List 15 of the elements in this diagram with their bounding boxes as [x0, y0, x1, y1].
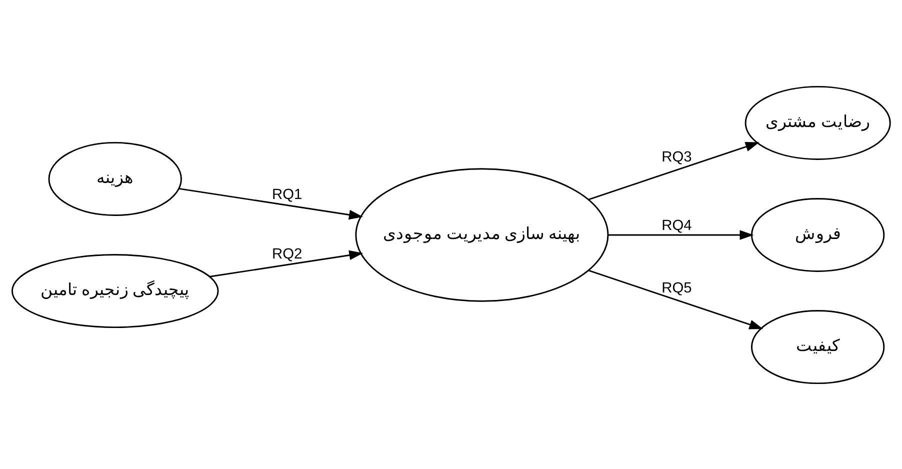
arrow: [179, 187, 363, 220]
node-ellipse: هزینه: [48, 141, 182, 216]
arrow: [210, 250, 364, 277]
edge-label: RQ3: [662, 148, 692, 165]
edge-label: RQ5: [662, 280, 692, 296]
node-ellipse: بهینه سازی مدیریت موجودی: [355, 168, 609, 302]
edge-label: RQ2: [272, 246, 302, 262]
edge-label: RQ1: [272, 186, 302, 202]
arrow: [588, 269, 764, 329]
node-ellipse: فروش: [750, 197, 885, 272]
arrow: [608, 230, 754, 240]
node-ellipse: کیفیت: [750, 310, 885, 384]
arrow: [588, 142, 760, 200]
node-ellipse: پیچیدگی زنجیره تامین: [11, 254, 219, 328]
edge-label: RQ4: [662, 218, 692, 234]
